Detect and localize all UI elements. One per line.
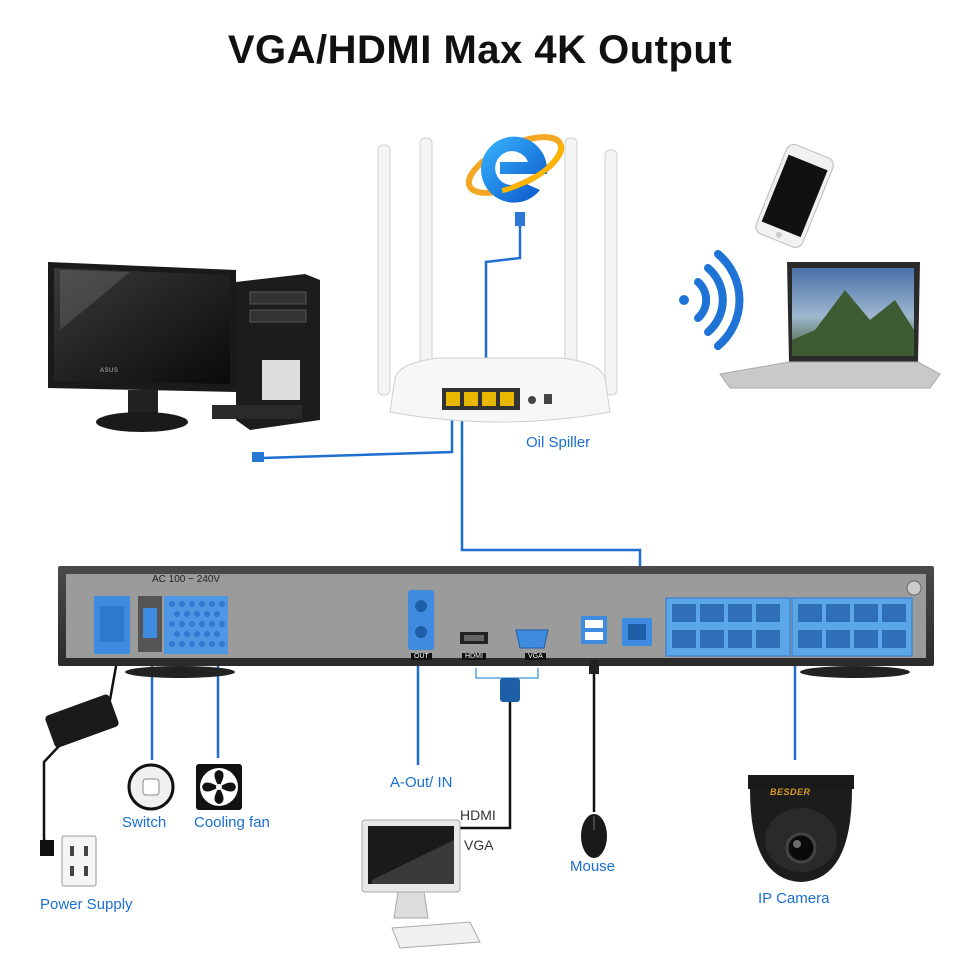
audio-port [408, 590, 434, 650]
vga-port-label: VGA [525, 653, 546, 660]
mouse-label: Mouse [570, 858, 616, 875]
usb-plug [589, 660, 599, 674]
camera-brand: BESDER [770, 787, 811, 797]
audio-port-label: OUT [411, 653, 432, 660]
voltage-label: AC 100 ~ 240V [152, 574, 221, 585]
rj45-plug-internet [515, 212, 525, 226]
fan-icon [196, 764, 242, 810]
switch-label: Switch [122, 814, 167, 831]
vga-port [515, 629, 549, 649]
monitor-brand: ASUS [100, 368, 119, 374]
mouse-icon [581, 814, 607, 858]
vga-cable-label: VGA [464, 837, 494, 853]
audio-label: A-Out/ IN [390, 774, 453, 791]
cooling-fan-label: Cooling fan [194, 814, 270, 831]
power-adapter-icon [45, 694, 119, 748]
monitor-icon [361, 819, 481, 949]
power-supply-label: Power Supply [40, 896, 133, 913]
outlet-icon [40, 835, 97, 887]
smartphone-icon [755, 143, 834, 248]
pc-icon [48, 262, 320, 432]
router-label: Oil Spiller [526, 434, 591, 451]
hdmi-vga-bracket [475, 668, 539, 679]
internet-explorer-icon [465, 134, 565, 203]
switch-icon [127, 763, 175, 811]
cable-router-internet [484, 225, 522, 378]
hdmi-cable-label: HDMI [460, 807, 496, 823]
dome-camera-icon [748, 775, 854, 882]
wifi-icon [679, 250, 744, 350]
laptop-icon [719, 262, 941, 389]
hdmi-port-label: HDMI [462, 653, 486, 660]
nvr-icon [58, 566, 934, 678]
vga-plug [500, 678, 520, 702]
rj45-plug-pc [252, 452, 264, 462]
cable-video [445, 700, 512, 830]
cable-power [42, 654, 120, 846]
ip-camera-label: IP Camera [758, 890, 830, 907]
router-icon [377, 137, 618, 423]
page-title: VGA/HDMI Max 4K Output [227, 28, 733, 72]
